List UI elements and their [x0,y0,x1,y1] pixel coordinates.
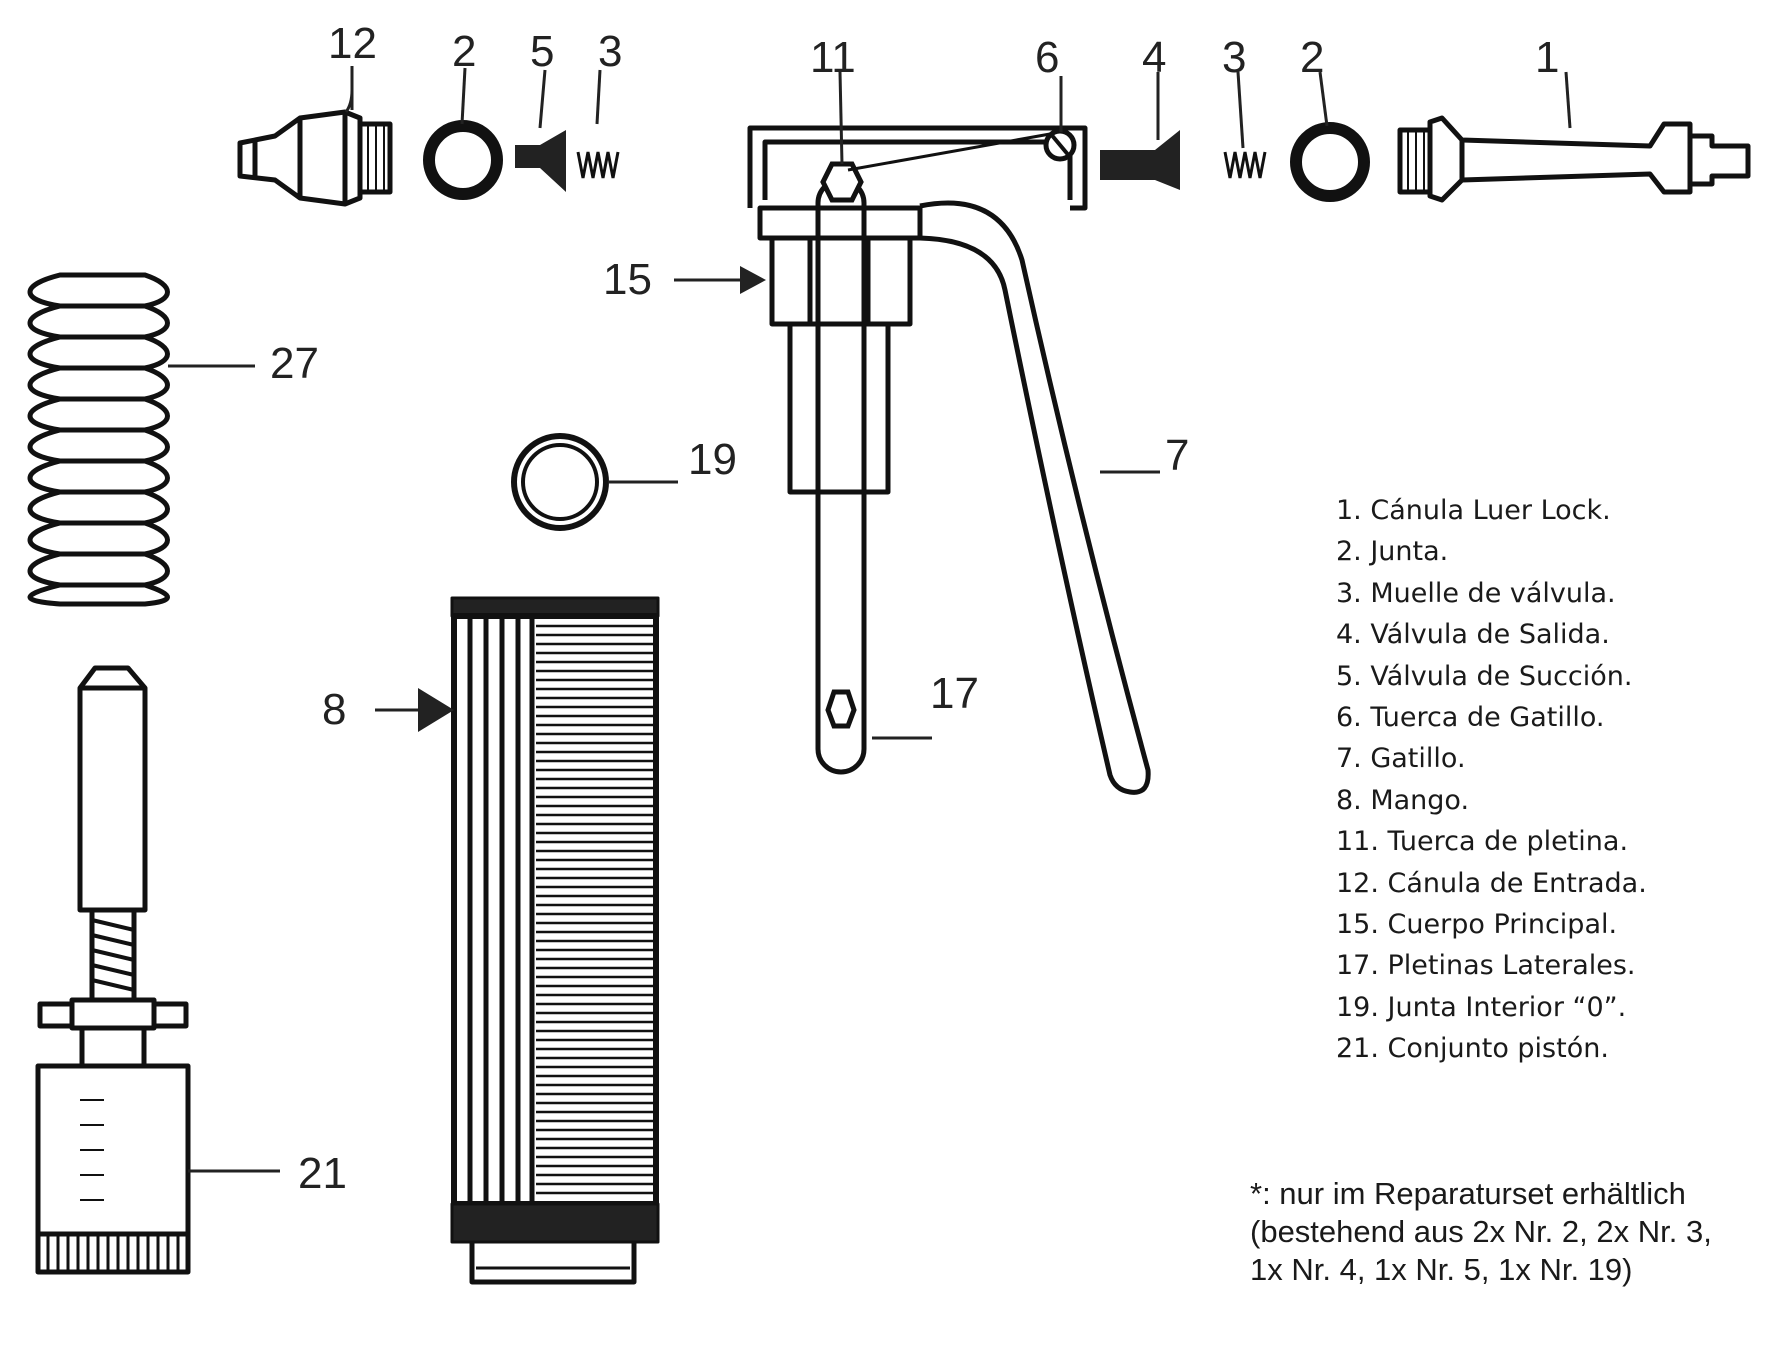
callout-2-left: 2 [452,27,476,76]
callout-4: 4 [1142,33,1166,82]
arrowheads [418,266,766,732]
legend-item: 7. Gatillo. [1336,743,1466,775]
legend-item: 8. Mango. [1336,784,1470,816]
callout-12: 12 [328,19,377,68]
repair-kit-note: *: nur im Reparaturset erhältlich (beste… [1250,1175,1712,1289]
callout-3-right: 3 [1222,33,1246,82]
legend-item: 2. Junta. [1336,536,1449,568]
callout-17: 17 [930,669,979,718]
legend-item: 5. Válvula de Succión. [1336,660,1633,692]
part-2-gasket-left [423,120,503,200]
parts-legend: 1. Cánula Luer Lock. 2. Junta. 3. Muelle… [1336,490,1647,1070]
part-8-grip-handle [450,596,660,1285]
callout-7: 7 [1165,431,1189,480]
callout-numbers: 12 2 5 3 11 6 4 3 2 1 15 27 19 7 8 17 21 [270,19,1559,1198]
part-27-piston-spring [27,272,170,607]
callout-11: 11 [810,33,856,82]
part-17-side-plates [815,177,867,775]
note-line: (bestehend aus 2x Nr. 2, 2x Nr. 3, [1250,1214,1712,1249]
callout-21: 21 [298,1149,347,1198]
legend-item: 4. Válvula de Salida. [1336,619,1610,651]
legend-item: 21. Conjunto pistón. [1336,1033,1609,1065]
callout-6: 6 [1035,33,1059,82]
part-19-inner-o-ring [511,433,609,531]
callout-5: 5 [530,27,554,76]
part-1-luer-lock-cannula [1397,115,1751,203]
callout-27: 27 [270,339,319,388]
part-12-inlet-cannula [237,109,393,207]
part-5-suction-valve [515,130,566,192]
arrow-to-8 [418,688,454,732]
callout-2-right: 2 [1300,33,1324,82]
part-4-outlet-valve [1100,130,1180,190]
part-11-plate-nut [820,161,864,203]
part-3-valve-spring-right [1223,151,1267,179]
legend-item: 11. Tuerca de pletina. [1336,826,1629,858]
part-21-piston-assembly [35,665,191,1275]
leader-lines [168,66,1572,1173]
callout-19: 19 [688,435,737,484]
arrow-to-15 [740,266,766,294]
legend-item: 12. Cánula de Entrada. [1336,867,1647,899]
part-7-trigger [919,200,1151,795]
legend-item: 19. Junta Interior “0”. [1336,991,1627,1023]
callout-1: 1 [1535,33,1559,82]
callout-3-left: 3 [598,27,622,76]
note-line: *: nur im Reparaturset erhältlich [1250,1176,1686,1211]
legend-item: 6. Tuerca de Gatillo. [1336,702,1605,734]
callout-15: 15 [603,255,652,304]
legend-item: 3. Muelle de válvula. [1336,577,1616,609]
note-line: 1x Nr. 4, 1x Nr. 5, 1x Nr. 19) [1250,1252,1633,1287]
part-3-valve-spring-left [576,151,620,179]
pivot-link [847,132,1051,172]
legend-item: 1. Cánula Luer Lock. [1336,495,1611,526]
legend-item: 15. Cuerpo Principal. [1336,909,1618,941]
pump-body [747,125,1088,495]
callout-8: 8 [322,685,346,734]
part-2-gasket-right [1290,122,1370,202]
legend-item: 17. Pletinas Laterales. [1336,950,1636,982]
